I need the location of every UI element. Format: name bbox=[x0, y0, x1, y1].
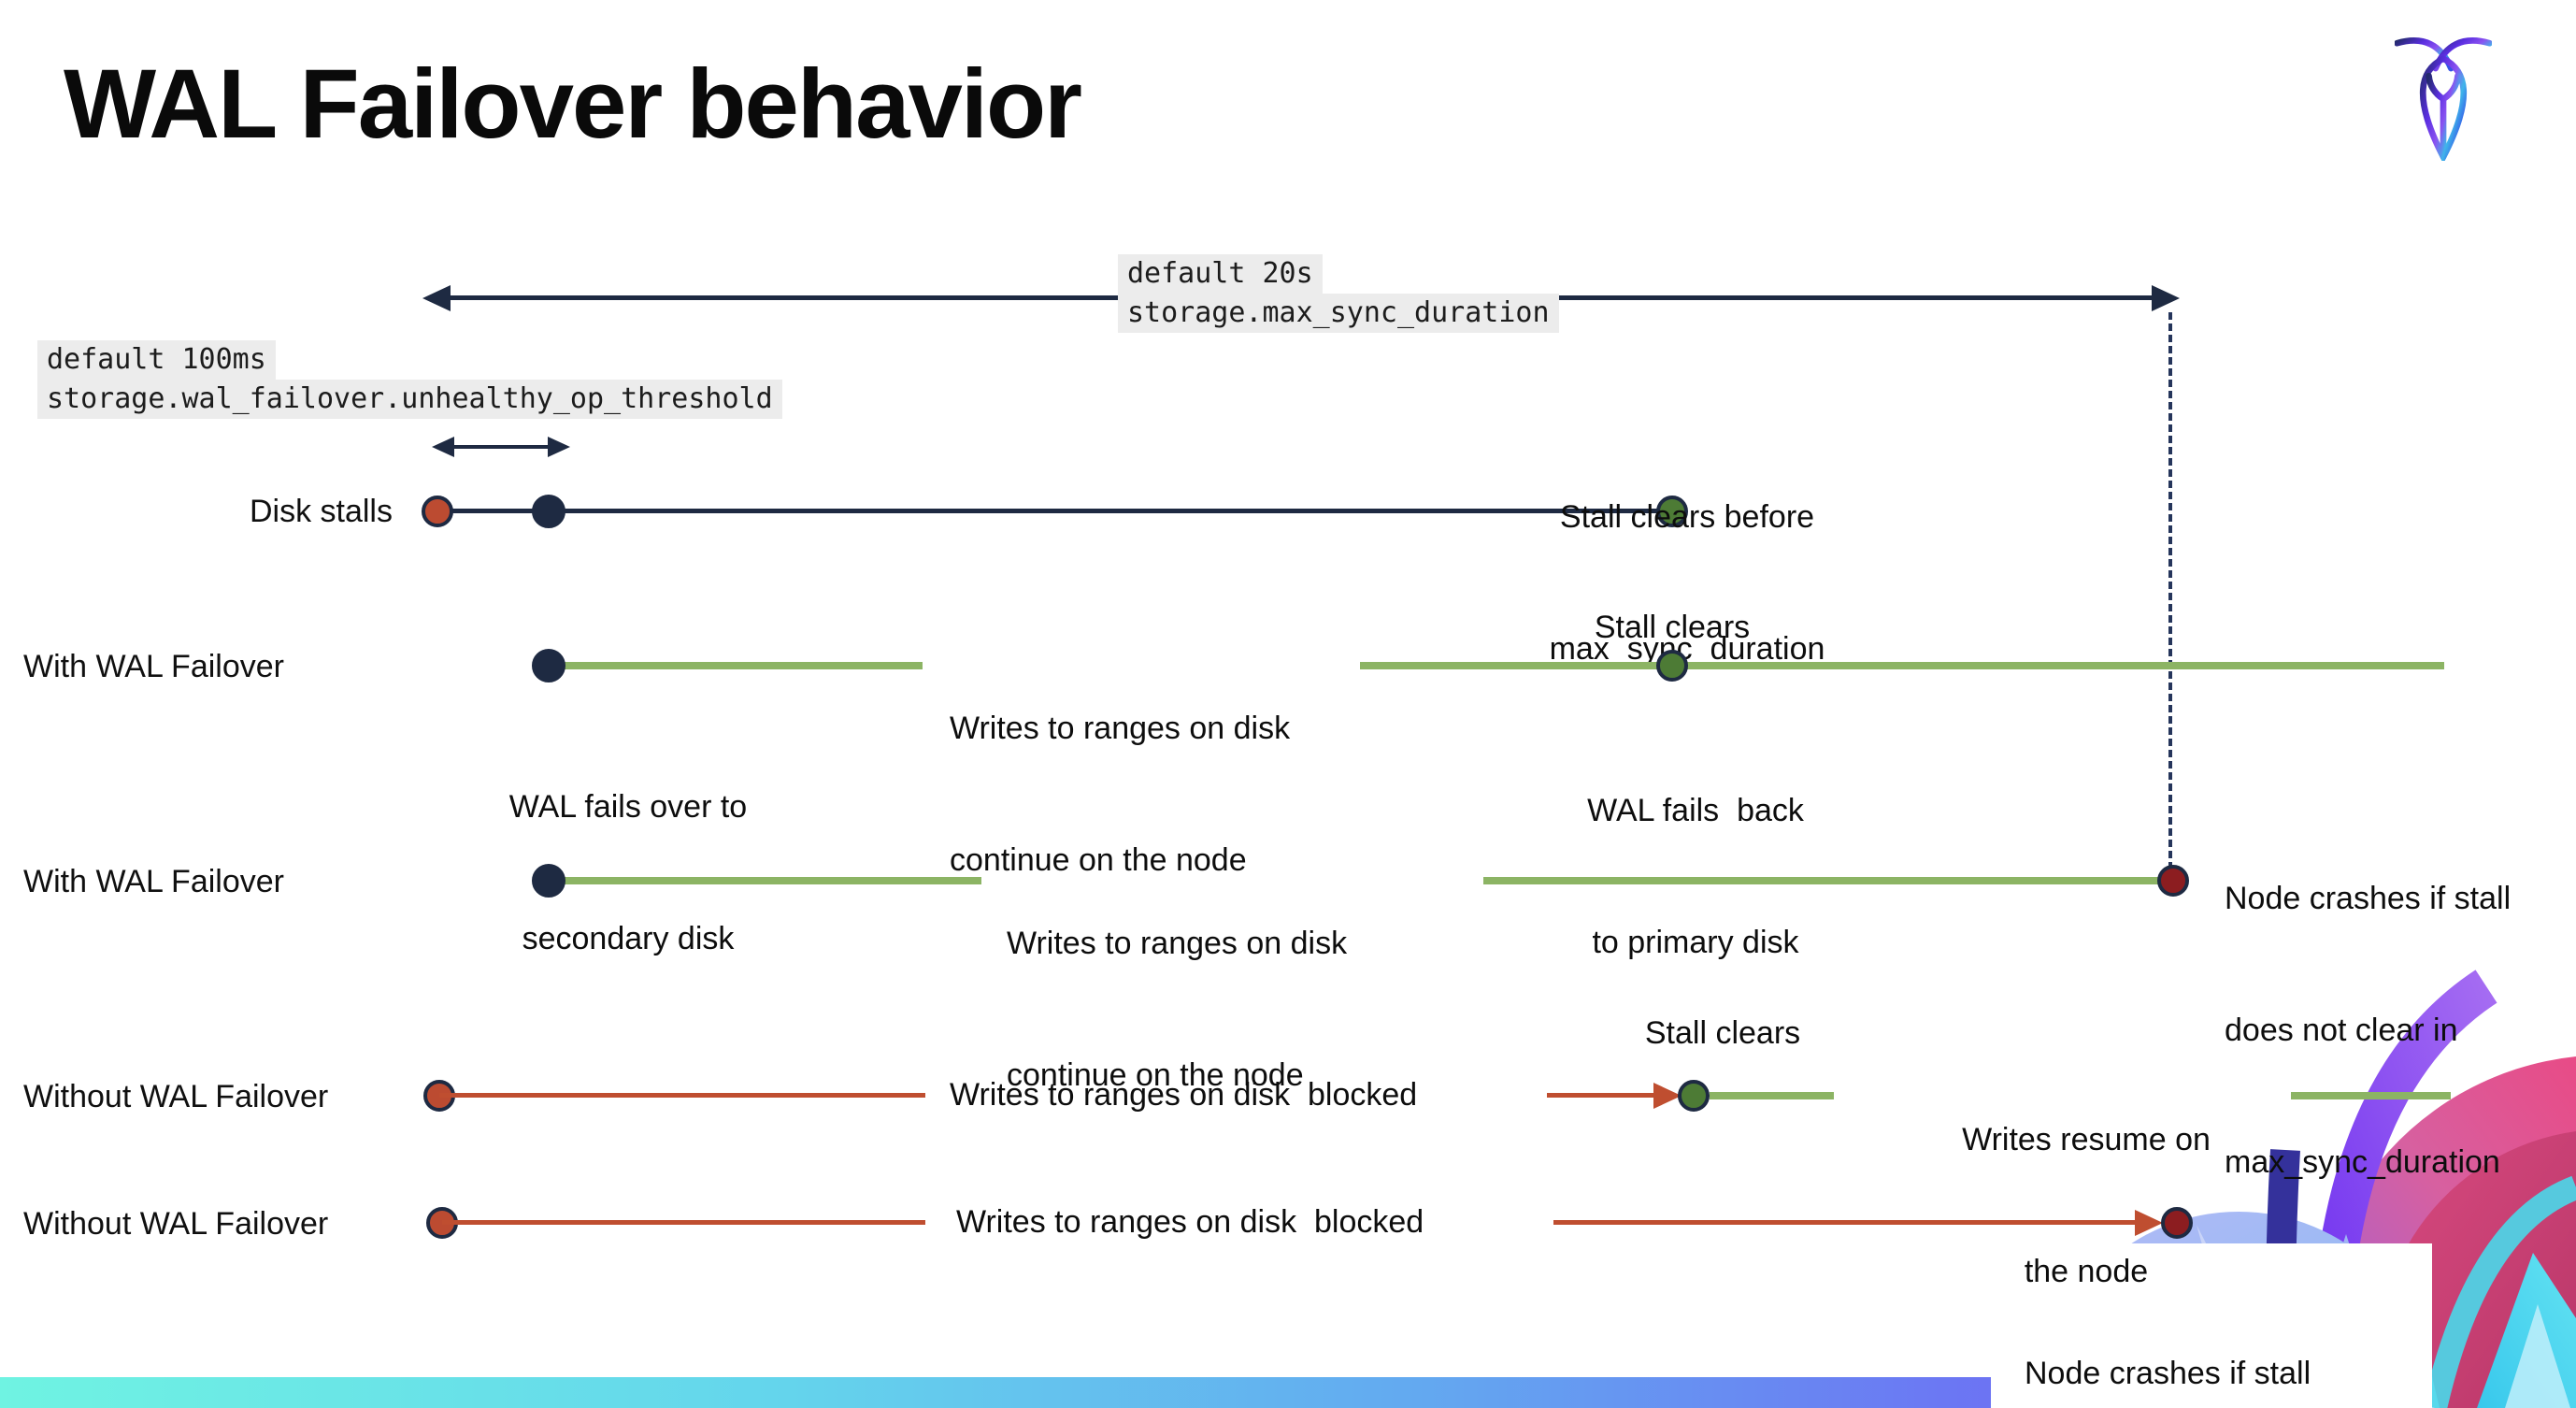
writes-blocked-line bbox=[442, 1220, 925, 1225]
annotation-line: Node crashes if stall bbox=[2025, 1356, 2311, 1391]
writes-continue-line bbox=[549, 877, 981, 884]
arrow-head-right-icon bbox=[2152, 285, 2180, 311]
node-crash-annotation: Node crashes if stall does not clear in … bbox=[1991, 1243, 2432, 1408]
writes-continue-annotation: Writes to ranges on disk continue on the… bbox=[1007, 834, 1347, 1185]
row-label-without-wal-failover: Without WAL Failover bbox=[23, 1206, 329, 1242]
logo-stem bbox=[2426, 72, 2461, 161]
stall-clears-annotation: Stall clears bbox=[1594, 610, 1751, 645]
threshold-dot bbox=[532, 495, 565, 528]
writes-blocked-annotation: Writes to ranges on disk blocked bbox=[956, 1204, 1424, 1240]
artwork-cyan-leg-inner bbox=[2505, 1304, 2570, 1408]
writes-blocked-annotation: Writes to ranges on disk blocked bbox=[950, 1077, 1418, 1113]
node-crash-callout-box: Node crashes if stall does not clear in … bbox=[1991, 1243, 2432, 1408]
stall-start-dot bbox=[422, 496, 453, 527]
node-crash-dot bbox=[2161, 1207, 2193, 1239]
max-sync-default-label: default 20s bbox=[1118, 254, 1323, 294]
writes-resume-line bbox=[1710, 1092, 1834, 1099]
stall-clears-dot bbox=[1656, 650, 1688, 682]
annotation-line: continue on the node bbox=[1007, 1057, 1304, 1093]
annotation-line: the node bbox=[2024, 1254, 2149, 1289]
row-label-with-wal-failover: With WAL Failover bbox=[23, 864, 284, 899]
annotation-line: Writes to ranges on disk bbox=[1007, 926, 1348, 961]
annotation-line: Writes resume on bbox=[1962, 1122, 2211, 1157]
wal-fails-over-annotation: WAL fails over to secondary disk bbox=[441, 697, 815, 1049]
arrow-head-right-icon bbox=[548, 437, 570, 457]
failover-dot bbox=[532, 649, 565, 682]
annotation-line: does not clear in bbox=[2225, 1013, 2458, 1048]
writes-continue-annotation: Writes to ranges on disk continue on the… bbox=[950, 619, 1290, 970]
annotation-line: to primary disk bbox=[1592, 925, 1799, 960]
writes-continue-line bbox=[1483, 877, 2173, 884]
cockroachdb-logo-icon bbox=[2395, 37, 2492, 161]
threshold-setting-label: storage.wal_failover.unhealthy_op_thresh… bbox=[37, 380, 782, 419]
failover-dot bbox=[532, 864, 565, 898]
writes-blocked-line bbox=[1547, 1093, 1659, 1098]
stall-clears-dot bbox=[1678, 1080, 1710, 1112]
annotation-line: WAL fails over to bbox=[508, 789, 748, 825]
arrow-head-right-icon bbox=[2135, 1210, 2163, 1236]
stall-clears-dot bbox=[1656, 496, 1688, 527]
annotation-line: Writes to ranges on disk bbox=[950, 711, 1291, 746]
page-title: WAL Failover behavior bbox=[64, 50, 1082, 159]
wal-fails-back-annotation: WAL fails back to primary disk bbox=[1509, 701, 1882, 1053]
logo-antenna-right bbox=[2432, 37, 2492, 72]
arrow-head-right-icon bbox=[1653, 1083, 1682, 1109]
artwork-cyan-arc bbox=[2423, 1175, 2576, 1408]
max-sync-dashed-line bbox=[2168, 312, 2172, 869]
row-label-disk-stalls: Disk stalls bbox=[249, 494, 393, 529]
row-label-without-wal-failover: Without WAL Failover bbox=[23, 1079, 329, 1114]
disk-stall-timeline bbox=[437, 509, 1672, 513]
node-crash-dot bbox=[2157, 865, 2189, 897]
annotation-line: Node crashes if stall bbox=[2225, 881, 2512, 916]
stall-clears-annotation: Stall clears bbox=[1644, 1015, 1801, 1051]
writes-resume-annotation: Writes resume on the node bbox=[1918, 1030, 2254, 1382]
annotation-line: WAL fails back bbox=[1587, 793, 1804, 828]
writes-continue-line bbox=[1360, 662, 2444, 669]
annotation-line: secondary disk bbox=[522, 921, 735, 956]
threshold-arrow-line bbox=[451, 445, 550, 449]
arrow-head-left-icon bbox=[422, 285, 451, 311]
writes-blocked-line bbox=[439, 1093, 925, 1098]
annotation-line: max_sync_duration bbox=[2225, 1144, 2500, 1180]
arrow-head-left-icon bbox=[432, 437, 454, 457]
annotation-line: Stall clears before bbox=[1559, 499, 1815, 535]
node-crash-annotation: Node crashes if stall does not clear in … bbox=[2225, 789, 2576, 1272]
writes-resume-line bbox=[2291, 1092, 2451, 1099]
writes-continue-line bbox=[549, 662, 923, 669]
annotation-line: continue on the node bbox=[950, 842, 1247, 878]
writes-blocked-line bbox=[1553, 1220, 2139, 1225]
row-label-with-wal-failover: With WAL Failover bbox=[23, 649, 284, 684]
max-sync-setting-label: storage.max_sync_duration bbox=[1118, 294, 1559, 333]
threshold-default-label: default 100ms bbox=[37, 340, 276, 380]
